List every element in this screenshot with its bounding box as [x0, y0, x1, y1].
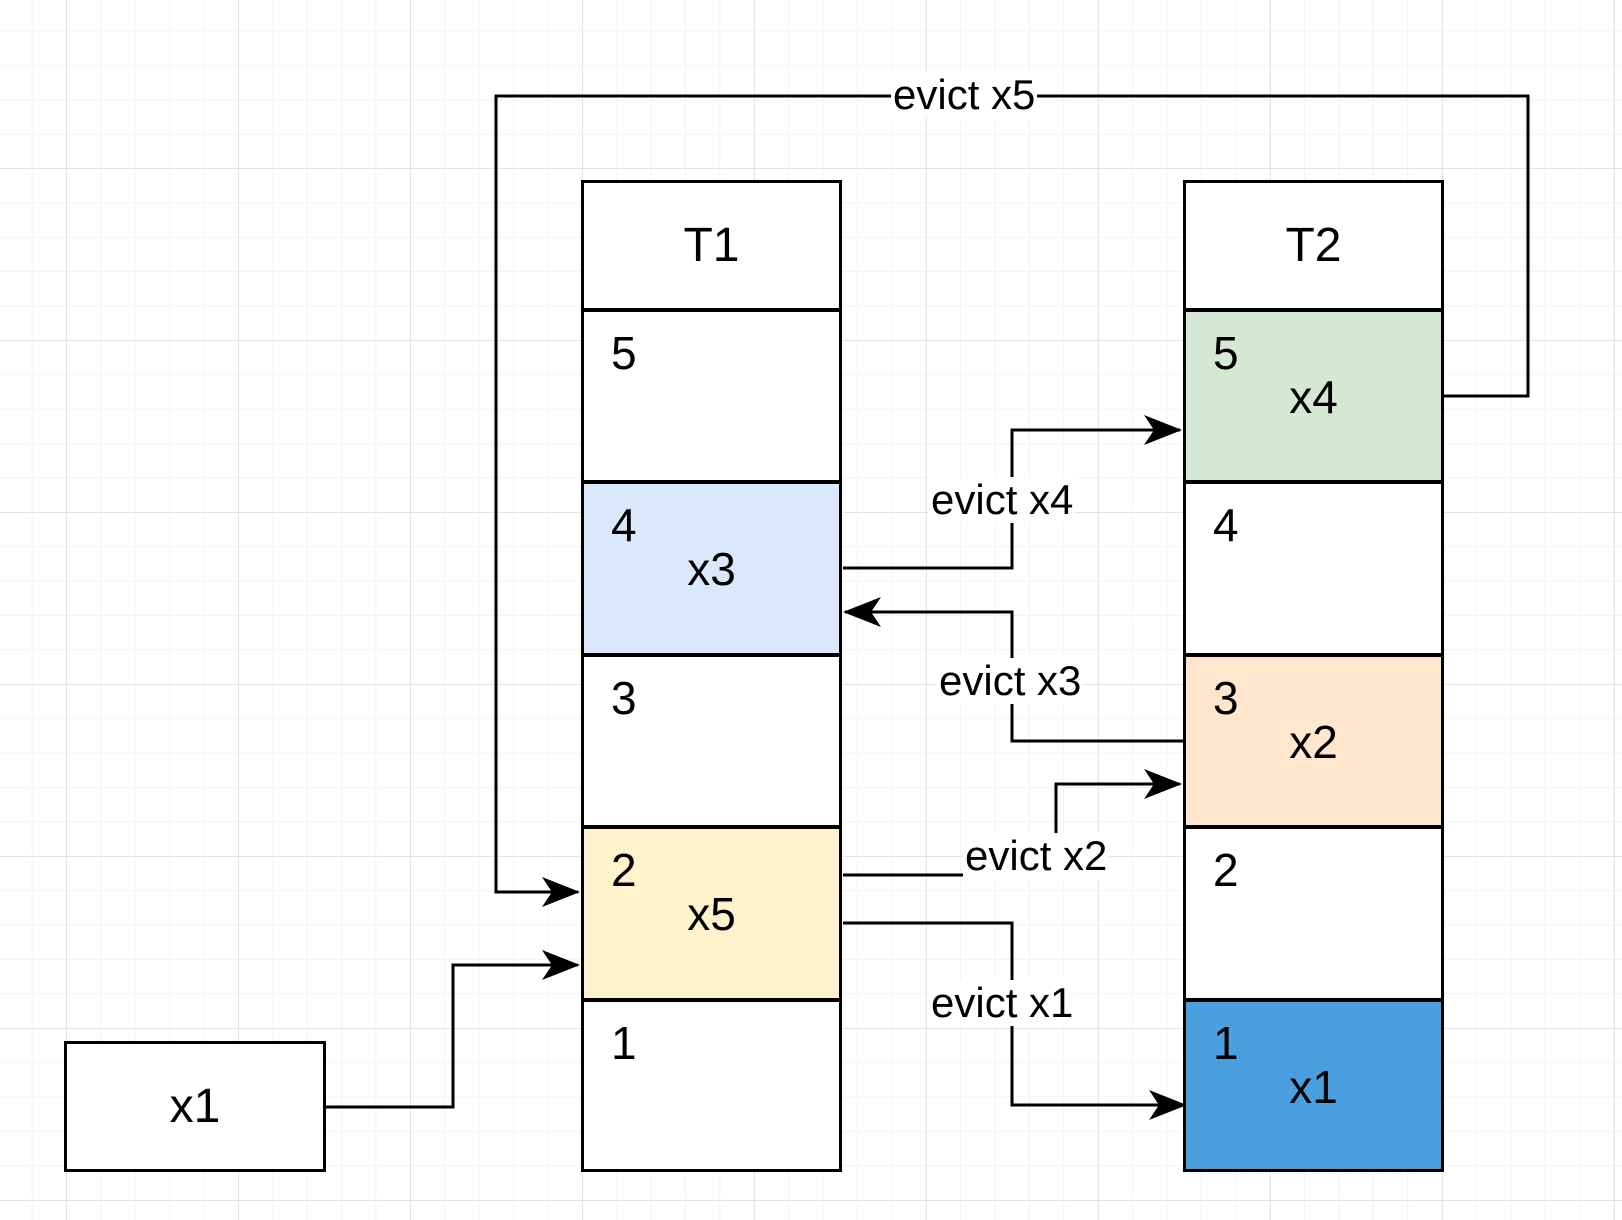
- edge-label-evict-x2: evict x2: [963, 832, 1110, 879]
- t2-slot-2-number: 2: [1213, 844, 1239, 896]
- t2-slot-4-number: 4: [1213, 499, 1239, 551]
- arrow-input-to-t1: [325, 950, 580, 1109]
- t1-slot-2-value: x5: [687, 888, 736, 940]
- t2-slot-3: 3 x2: [1183, 654, 1444, 828]
- t2-slot-1-number: 1: [1213, 1017, 1239, 1069]
- t1-slot-3-number: 3: [611, 672, 637, 724]
- input-x1-box: x1: [64, 1041, 326, 1172]
- t1-slot-4-value: x3: [687, 543, 736, 595]
- arrow-evict-x2: [843, 769, 1182, 877]
- t1-slot-3: 3: [581, 654, 842, 828]
- t1-slot-4: 4 x3: [581, 481, 842, 656]
- t2-slot-5-value: x4: [1289, 371, 1338, 423]
- edge-label-evict-x1: evict x1: [929, 979, 1076, 1026]
- t2-header: T2: [1183, 180, 1444, 311]
- input-x1-label: x1: [169, 1080, 221, 1133]
- t1-slot-1-number: 1: [611, 1017, 637, 1069]
- t1-slot-2-number: 2: [611, 844, 637, 896]
- t1-slot-5-number: 5: [611, 327, 637, 379]
- t2-slot-1-value: x1: [1289, 1061, 1338, 1113]
- edge-label-evict-x3: evict x3: [937, 657, 1084, 704]
- t2-slot-5-number: 5: [1213, 327, 1239, 379]
- t2-slot-3-value: x2: [1289, 716, 1338, 768]
- edge-label-evict-x4: evict x4: [929, 476, 1076, 523]
- t1-header-label: T1: [683, 219, 740, 272]
- t2-slot-3-number: 3: [1213, 672, 1239, 724]
- t2-slot-4: 4: [1183, 481, 1444, 656]
- t2-slot-2: 2: [1183, 826, 1444, 1001]
- t1-slot-2: 2 x5: [581, 826, 842, 1001]
- t1-slot-4-number: 4: [611, 499, 637, 551]
- t2-header-label: T2: [1285, 219, 1342, 272]
- t1-slot-1: 1: [581, 999, 842, 1172]
- t1-header: T1: [581, 180, 842, 311]
- t1-slot-5: 5: [581, 309, 842, 483]
- t2-slot-5: 5 x4: [1183, 309, 1444, 483]
- edge-label-evict-x5: evict x5: [891, 71, 1038, 118]
- t2-slot-1: 1 x1: [1183, 999, 1444, 1172]
